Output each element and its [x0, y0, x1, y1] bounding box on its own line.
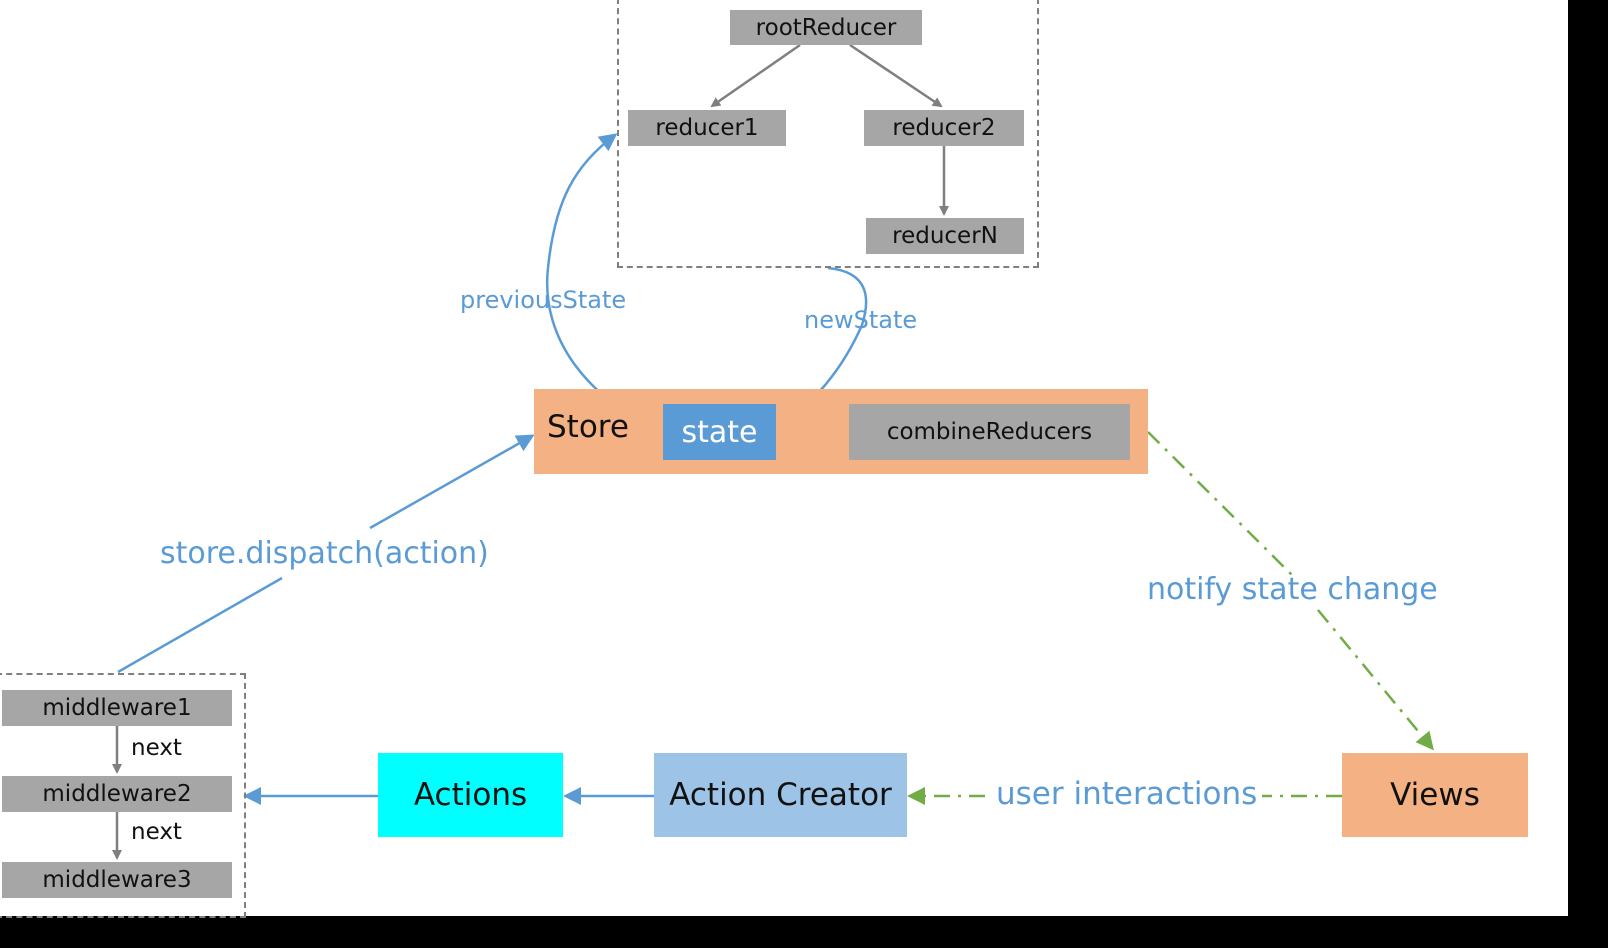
- edge-root-to-reducer2: [849, 43, 943, 108]
- new-state-label: newState: [804, 306, 918, 334]
- combine-reducers-node: combineReducers: [849, 404, 1130, 460]
- state-node: state: [663, 404, 776, 460]
- dispatch-label: store.dispatch(action): [160, 536, 489, 571]
- reducerN-node: reducerN: [866, 218, 1024, 254]
- edge-root-to-reducer1: [710, 43, 801, 108]
- root-reducer-node: rootReducer: [730, 10, 922, 45]
- edge-notify-lower: [1317, 609, 1434, 751]
- user-interactions-label: user interactions: [996, 776, 1258, 812]
- actions-node: Actions: [378, 753, 563, 837]
- middleware3-node: middleware3: [2, 862, 232, 898]
- reducers-group: [617, 0, 1039, 268]
- views-node: Views: [1342, 753, 1528, 837]
- edge-dispatch-upper: [369, 434, 535, 530]
- reducer1-node: reducer1: [628, 110, 786, 146]
- notify-label: notify state change: [1147, 572, 1438, 607]
- store-title: Store: [547, 409, 629, 445]
- previous-state-label: previousState: [460, 286, 627, 314]
- middleware1-node: middleware1: [2, 690, 232, 726]
- reducer2-node: reducer2: [864, 110, 1024, 146]
- edge-notify-upper: [1147, 431, 1293, 576]
- next-label-1: next: [131, 735, 182, 761]
- middleware2-node: middleware2: [2, 776, 232, 812]
- diagram-canvas: rootReducer reducer1 reducer2 reducerN S…: [0, 0, 1568, 918]
- edge-dispatch-lower: [117, 576, 283, 674]
- next-label-2: next: [131, 819, 182, 845]
- middleware-group: [0, 673, 246, 918]
- action-creator-node: Action Creator: [654, 753, 907, 837]
